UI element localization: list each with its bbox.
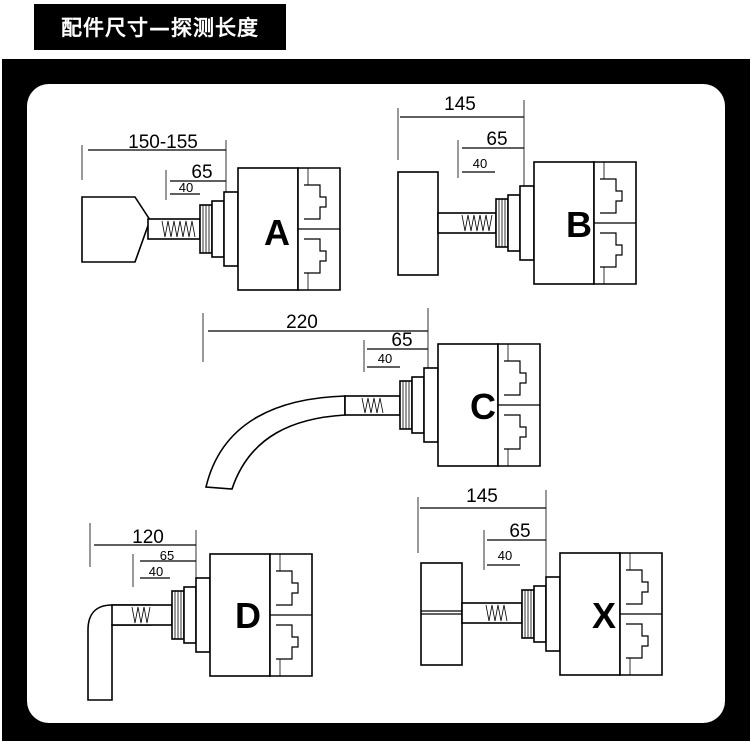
label-x: X xyxy=(592,595,616,636)
dim-a-total: 150-155 xyxy=(128,132,198,153)
plate-b xyxy=(397,171,439,276)
dim-a-mid: 65 xyxy=(191,162,212,183)
dim-b-mid: 65 xyxy=(486,129,507,150)
dim-a-short: 40 xyxy=(179,180,193,195)
label-a: A xyxy=(264,212,290,253)
page-title: 配件尺寸—探测长度 xyxy=(34,4,286,50)
dim-c-mid: 65 xyxy=(391,330,412,351)
probe-c xyxy=(202,308,541,490)
dim-d-total: 120 xyxy=(132,527,164,548)
dim-d-mid: 65 xyxy=(160,548,174,563)
dim-c-short: 40 xyxy=(378,351,392,366)
label-b: B xyxy=(566,204,592,245)
shaft-d xyxy=(111,604,173,626)
dim-x-mid: 65 xyxy=(509,521,530,542)
dim-c-total: 220 xyxy=(286,312,318,333)
probe-b xyxy=(397,100,637,285)
bent-rod-c xyxy=(205,395,346,490)
dim-x-total: 145 xyxy=(466,486,498,507)
l-rod-d xyxy=(87,604,151,701)
dim-b-short: 40 xyxy=(473,156,487,171)
dim-d-short: 40 xyxy=(149,564,163,579)
dim-b-total: 145 xyxy=(444,94,476,115)
dim-x-short: 40 xyxy=(498,548,512,563)
label-c: C xyxy=(470,386,496,427)
probe-d xyxy=(87,523,313,701)
probe-a xyxy=(81,140,341,291)
probe-x xyxy=(417,490,663,676)
paddle-a xyxy=(81,196,151,263)
label-d: D xyxy=(235,595,261,636)
